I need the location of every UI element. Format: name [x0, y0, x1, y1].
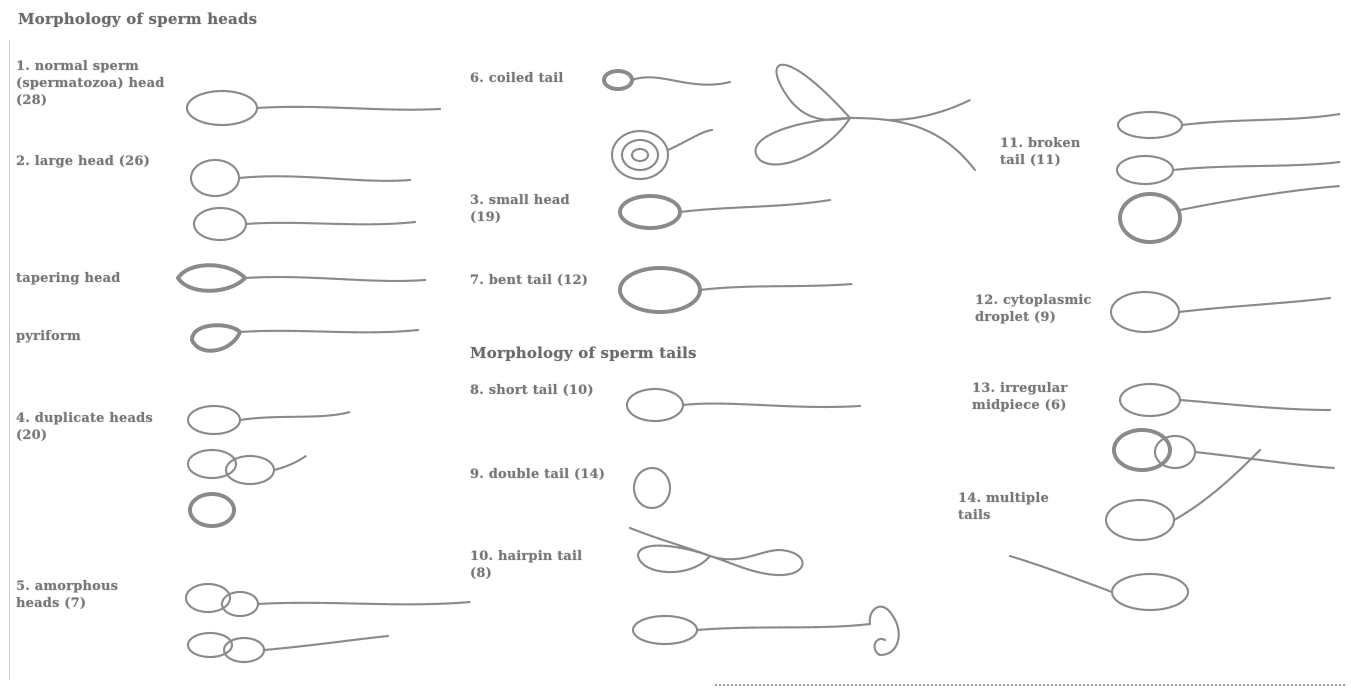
bottom-dotted-rule — [715, 684, 1345, 686]
sperm-cell-icon — [627, 389, 860, 421]
sperm-cell-icon — [1010, 450, 1260, 610]
sperm-cell-icon — [630, 528, 899, 655]
sperm-cell-icon — [186, 584, 470, 662]
sperm-cell-icon — [1117, 112, 1340, 242]
sperm-cell-icon — [178, 265, 425, 291]
sperm-cell-icon — [620, 196, 830, 228]
sperm-cell-icon — [1114, 384, 1335, 470]
sperm-cell-icon — [1111, 292, 1330, 332]
sperm-cell-icon — [756, 65, 975, 170]
sperm-cell-icon — [604, 71, 730, 179]
sperm-cell-icon — [192, 325, 418, 350]
sperm-cell-icon — [187, 91, 440, 125]
sperm-cell-icon — [634, 468, 670, 508]
sperm-cell-icon — [191, 160, 415, 240]
sperm-cell-icon — [620, 268, 852, 312]
sperm-cell-icon — [188, 406, 350, 526]
